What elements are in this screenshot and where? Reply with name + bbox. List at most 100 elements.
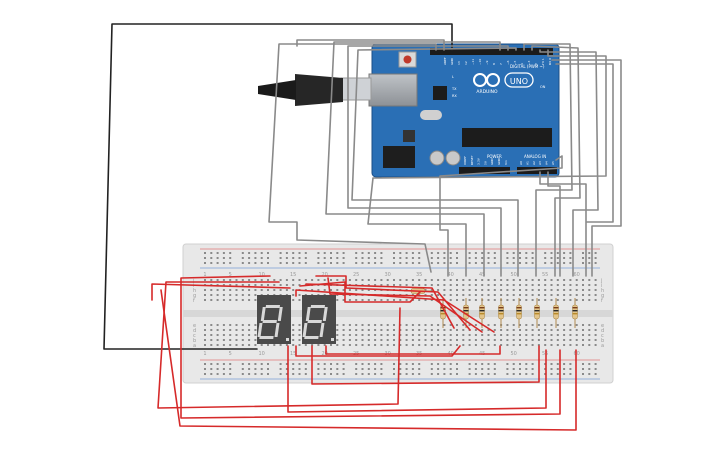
breadboard-hole[interactable] — [525, 344, 528, 346]
breadboard-hole[interactable] — [285, 279, 288, 281]
breadboard-hole[interactable] — [355, 257, 358, 259]
breadboard-hole[interactable] — [487, 373, 490, 375]
breadboard-hole[interactable] — [361, 363, 364, 365]
breadboard-hole[interactable] — [254, 344, 257, 346]
breadboard-hole[interactable] — [204, 324, 206, 326]
breadboard-hole[interactable] — [563, 363, 566, 365]
breadboard-hole[interactable] — [582, 368, 584, 370]
breadboard-hole[interactable] — [411, 262, 414, 264]
breadboard-hole[interactable] — [525, 324, 528, 326]
breadboard-hole[interactable] — [500, 279, 503, 281]
breadboard-hole[interactable] — [525, 339, 528, 341]
breadboard-hole[interactable] — [393, 329, 395, 331]
breadboard-hole[interactable] — [512, 344, 515, 346]
breadboard-hole[interactable] — [380, 262, 383, 264]
breadboard-hole[interactable] — [292, 294, 295, 296]
breadboard-hole[interactable] — [481, 373, 484, 375]
breadboard-hole[interactable] — [361, 262, 364, 264]
breadboard-hole[interactable] — [506, 284, 509, 286]
breadboard-hole[interactable] — [563, 252, 566, 254]
breadboard-hole[interactable] — [456, 289, 458, 291]
breadboard-hole[interactable] — [342, 368, 345, 370]
breadboard-hole[interactable] — [531, 284, 534, 286]
breadboard-hole[interactable] — [525, 257, 528, 259]
breadboard-hole[interactable] — [285, 344, 288, 346]
breadboard-hole[interactable] — [298, 344, 301, 346]
breadboard-hole[interactable] — [342, 324, 345, 326]
breadboard-hole[interactable] — [241, 252, 244, 254]
breadboard-hole[interactable] — [512, 252, 515, 254]
breadboard-hole[interactable] — [285, 368, 288, 370]
breadboard-hole[interactable] — [563, 257, 566, 259]
breadboard-hole[interactable] — [493, 363, 496, 365]
breadboard-hole[interactable] — [594, 279, 597, 281]
breadboard-hole[interactable] — [267, 284, 269, 286]
breadboard-hole[interactable] — [418, 363, 421, 365]
breadboard-hole[interactable] — [292, 289, 295, 291]
breadboard-hole[interactable] — [506, 262, 509, 264]
breadboard-hole[interactable] — [449, 299, 452, 301]
breadboard-hole[interactable] — [279, 373, 282, 375]
breadboard-hole[interactable] — [418, 252, 421, 254]
breadboard-hole[interactable] — [386, 324, 389, 326]
breadboard-hole[interactable] — [443, 363, 446, 365]
breadboard-hole[interactable] — [317, 363, 320, 365]
breadboard-hole[interactable] — [248, 324, 251, 326]
breadboard-hole[interactable] — [430, 289, 433, 291]
breadboard-hole[interactable] — [405, 329, 408, 331]
breadboard-hole[interactable] — [361, 329, 364, 331]
breadboard-hole[interactable] — [550, 299, 553, 301]
breadboard-hole[interactable] — [216, 344, 219, 346]
breadboard-hole[interactable] — [468, 252, 471, 254]
breadboard-hole[interactable] — [210, 344, 213, 346]
breadboard-hole[interactable] — [229, 299, 232, 301]
digital-header[interactable] — [430, 48, 553, 55]
breadboard-hole[interactable] — [298, 324, 301, 326]
breadboard-hole[interactable] — [348, 279, 351, 281]
breadboard-hole[interactable] — [273, 284, 276, 286]
breadboard-hole[interactable] — [292, 252, 295, 254]
breadboard-hole[interactable] — [487, 289, 490, 291]
breadboard-hole[interactable] — [493, 294, 496, 296]
breadboard-hole[interactable] — [216, 368, 219, 370]
breadboard-hole[interactable] — [487, 329, 490, 331]
breadboard-hole[interactable] — [405, 257, 408, 259]
breadboard-hole[interactable] — [443, 339, 446, 341]
breadboard-hole[interactable] — [342, 363, 345, 365]
breadboard-hole[interactable] — [216, 373, 219, 375]
breadboard-hole[interactable] — [487, 284, 490, 286]
breadboard-hole[interactable] — [411, 329, 414, 331]
breadboard-hole[interactable] — [556, 344, 559, 346]
breadboard-hole[interactable] — [348, 339, 351, 341]
breadboard-hole[interactable] — [569, 373, 572, 375]
breadboard-hole[interactable] — [323, 373, 326, 375]
breadboard-hole[interactable] — [506, 289, 509, 291]
breadboard-hole[interactable] — [311, 289, 314, 291]
breadboard-hole[interactable] — [506, 373, 509, 375]
breadboard-hole[interactable] — [519, 363, 521, 365]
breadboard-hole[interactable] — [500, 289, 503, 291]
breadboard-hole[interactable] — [241, 294, 244, 296]
seven-segment-display-right[interactable] — [302, 295, 336, 344]
breadboard-hole[interactable] — [418, 257, 421, 259]
breadboard-hole[interactable] — [330, 279, 332, 281]
breadboard-hole[interactable] — [418, 284, 421, 286]
breadboard-hole[interactable] — [260, 344, 263, 346]
resistor[interactable] — [572, 304, 578, 320]
breadboard-hole[interactable] — [210, 289, 213, 291]
breadboard-hole[interactable] — [405, 252, 408, 254]
breadboard-hole[interactable] — [449, 284, 452, 286]
breadboard-hole[interactable] — [248, 368, 251, 370]
breadboard-hole[interactable] — [449, 294, 452, 296]
breadboard-hole[interactable] — [298, 252, 301, 254]
breadboard-hole[interactable] — [204, 289, 206, 291]
breadboard-hole[interactable] — [456, 344, 458, 346]
breadboard-hole[interactable] — [405, 368, 408, 370]
breadboard-hole[interactable] — [550, 368, 553, 370]
breadboard-hole[interactable] — [229, 324, 232, 326]
breadboard-hole[interactable] — [493, 344, 496, 346]
breadboard-hole[interactable] — [241, 344, 244, 346]
breadboard-hole[interactable] — [544, 262, 547, 264]
breadboard-hole[interactable] — [204, 299, 206, 301]
breadboard-hole[interactable] — [241, 368, 244, 370]
